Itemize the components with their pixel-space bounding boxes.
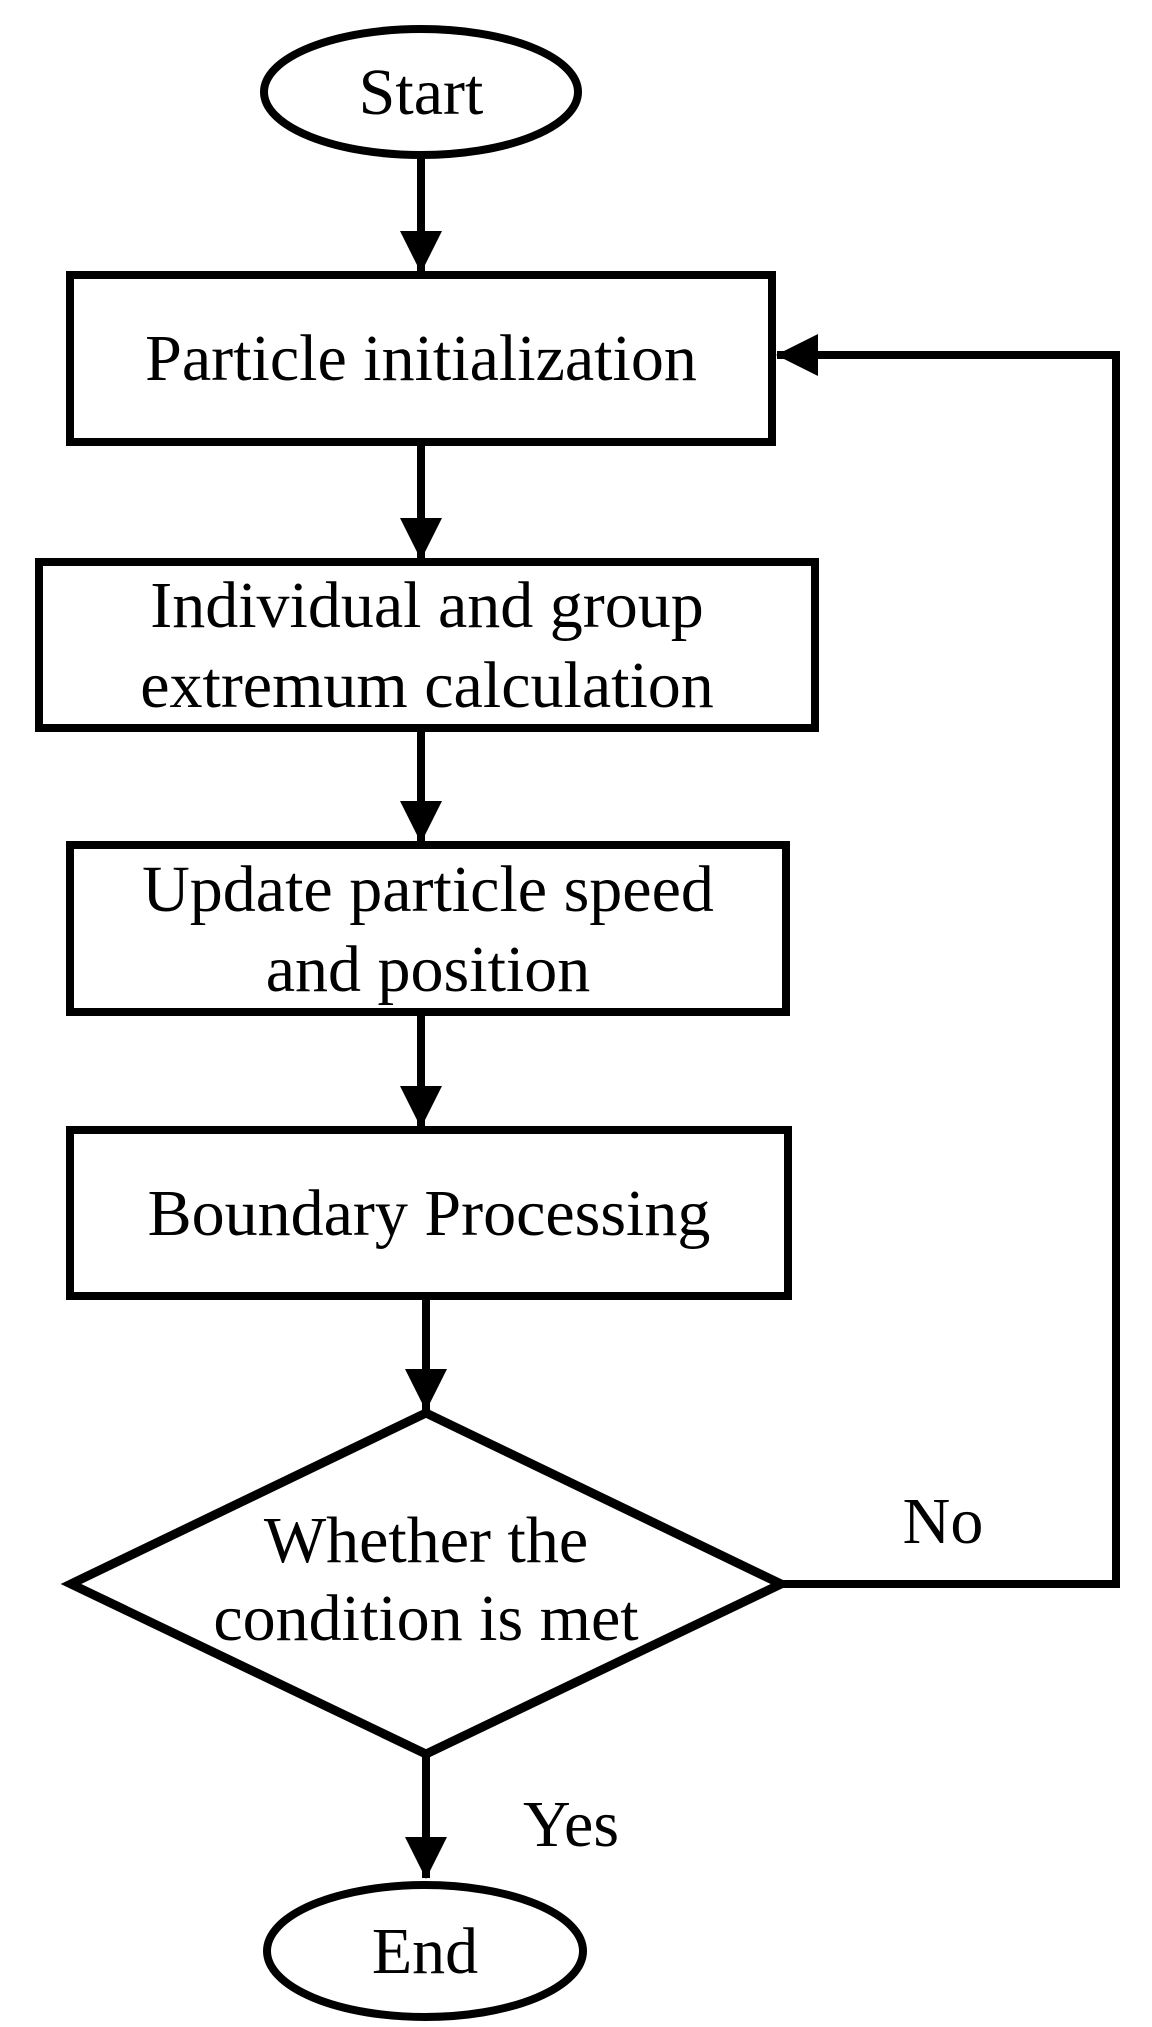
no-edge-label: No — [903, 1485, 984, 1558]
boundary-processing-box — [66, 1126, 792, 1300]
start-label: Start — [359, 56, 484, 129]
extremum-calculation-label-line2: extremum calculation — [140, 649, 714, 722]
yes-edge-label: Yes — [523, 1788, 619, 1861]
end-label: End — [372, 1915, 478, 1988]
condition-diamond — [60, 1408, 792, 1759]
update-speed-position-box — [66, 841, 790, 1016]
start-terminator-shape — [260, 25, 582, 159]
particle-initialization-box — [66, 271, 776, 446]
extremum-calculation-label-line1: Individual and group — [150, 569, 704, 642]
condition-label-line1: Whether the — [264, 1504, 588, 1577]
update-speed-position-label-line2: and position — [266, 933, 591, 1006]
condition-label-line2: condition is met — [213, 1582, 638, 1655]
particle-initialization-label: Particle initialization — [145, 322, 697, 395]
update-speed-position-label-line1: Update particle speed — [142, 853, 714, 926]
end-terminator-shape — [263, 1881, 587, 2021]
no-feedback-path — [776, 334, 1120, 1588]
boundary-processing-label: Boundary Processing — [148, 1177, 711, 1250]
extremum-calculation-box — [35, 558, 819, 732]
